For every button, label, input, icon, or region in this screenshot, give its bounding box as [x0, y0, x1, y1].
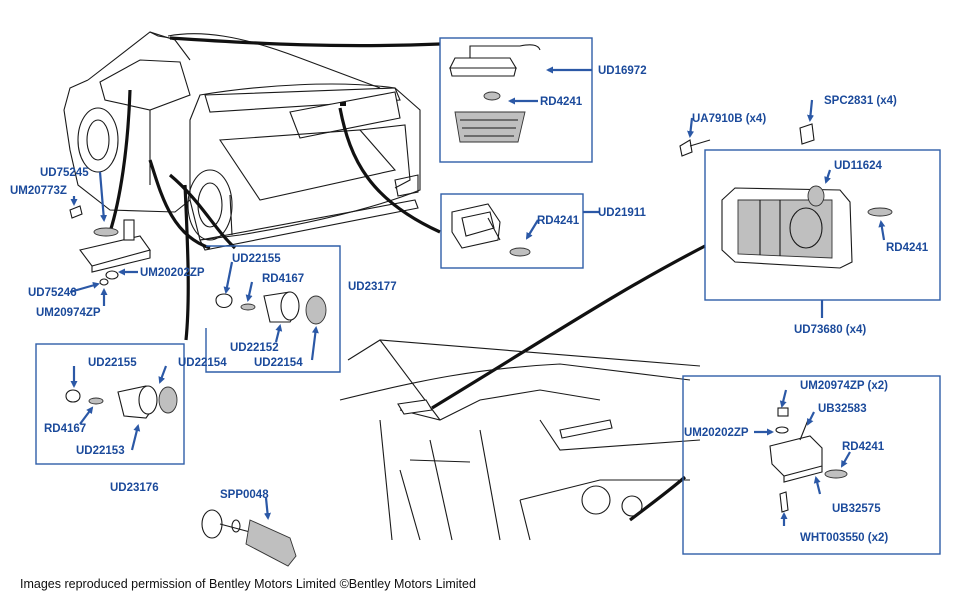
label-ud22155-b: UD22155	[88, 357, 137, 369]
label-ud22152: UD22152	[230, 342, 279, 354]
screw-ua7910b	[679, 139, 711, 157]
part-spp0048	[201, 509, 297, 567]
label-um20974zp-x2: UM20974ZP (x2)	[800, 380, 888, 392]
image-credit: Images reproduced permission of Bentley …	[20, 577, 476, 591]
car-illustration	[63, 31, 421, 251]
interior-illustration	[339, 339, 701, 541]
leader-lines	[108, 36, 706, 522]
label-ud11624: UD11624	[834, 160, 883, 172]
label-rd4241-right: RD4241	[886, 242, 929, 254]
label-spc2831: SPC2831 (x4)	[824, 95, 897, 107]
label-ud75246: UD75246	[28, 287, 77, 299]
label-um20202zp-right: UM20202ZP	[684, 427, 749, 439]
box-ud23177	[205, 245, 341, 373]
label-ud22154-b: UD22154	[178, 357, 227, 369]
label-ud23176: UD23176	[110, 482, 159, 494]
parts-ud75245	[69, 205, 151, 286]
box-ud73680	[704, 149, 941, 301]
label-ud75245: UD75245	[40, 167, 89, 179]
label-rd4241-br: RD4241	[842, 441, 885, 453]
label-ub32583: UB32583	[818, 403, 867, 415]
label-ud21911: UD21911	[598, 207, 647, 219]
label-rd4167-b: RD4167	[44, 423, 86, 435]
label-rd4241-mid: RD4241	[537, 215, 580, 227]
label-ud73680: UD73680 (x4)	[794, 324, 866, 336]
label-ud16972: UD16972	[598, 65, 647, 77]
box-ub32583	[682, 375, 941, 555]
label-ud23177: UD23177	[348, 281, 397, 293]
label-rd4241-top: RD4241	[540, 96, 583, 108]
label-ud22153: UD22153	[76, 445, 125, 457]
clip-spc2831	[799, 123, 815, 145]
label-rd4167-a: RD4167	[262, 273, 304, 285]
label-ud22154-a: UD22154	[254, 357, 303, 369]
label-spp0048: SPP0048	[220, 489, 269, 501]
label-ua7910b: UA7910B (x4)	[692, 113, 766, 125]
label-um20202zp-left: UM20202ZP	[140, 267, 205, 279]
label-um20974zp-left: UM20974ZP	[36, 307, 101, 319]
label-um20773z: UM20773Z	[10, 185, 67, 197]
label-wht003550: WHT003550 (x2)	[800, 532, 888, 544]
label-ud22155-a: UD22155	[232, 253, 281, 265]
label-ub32575: UB32575	[832, 503, 881, 515]
box-ud21911	[440, 193, 584, 269]
box-ud16972	[439, 37, 593, 163]
box-ud23176	[35, 343, 185, 465]
